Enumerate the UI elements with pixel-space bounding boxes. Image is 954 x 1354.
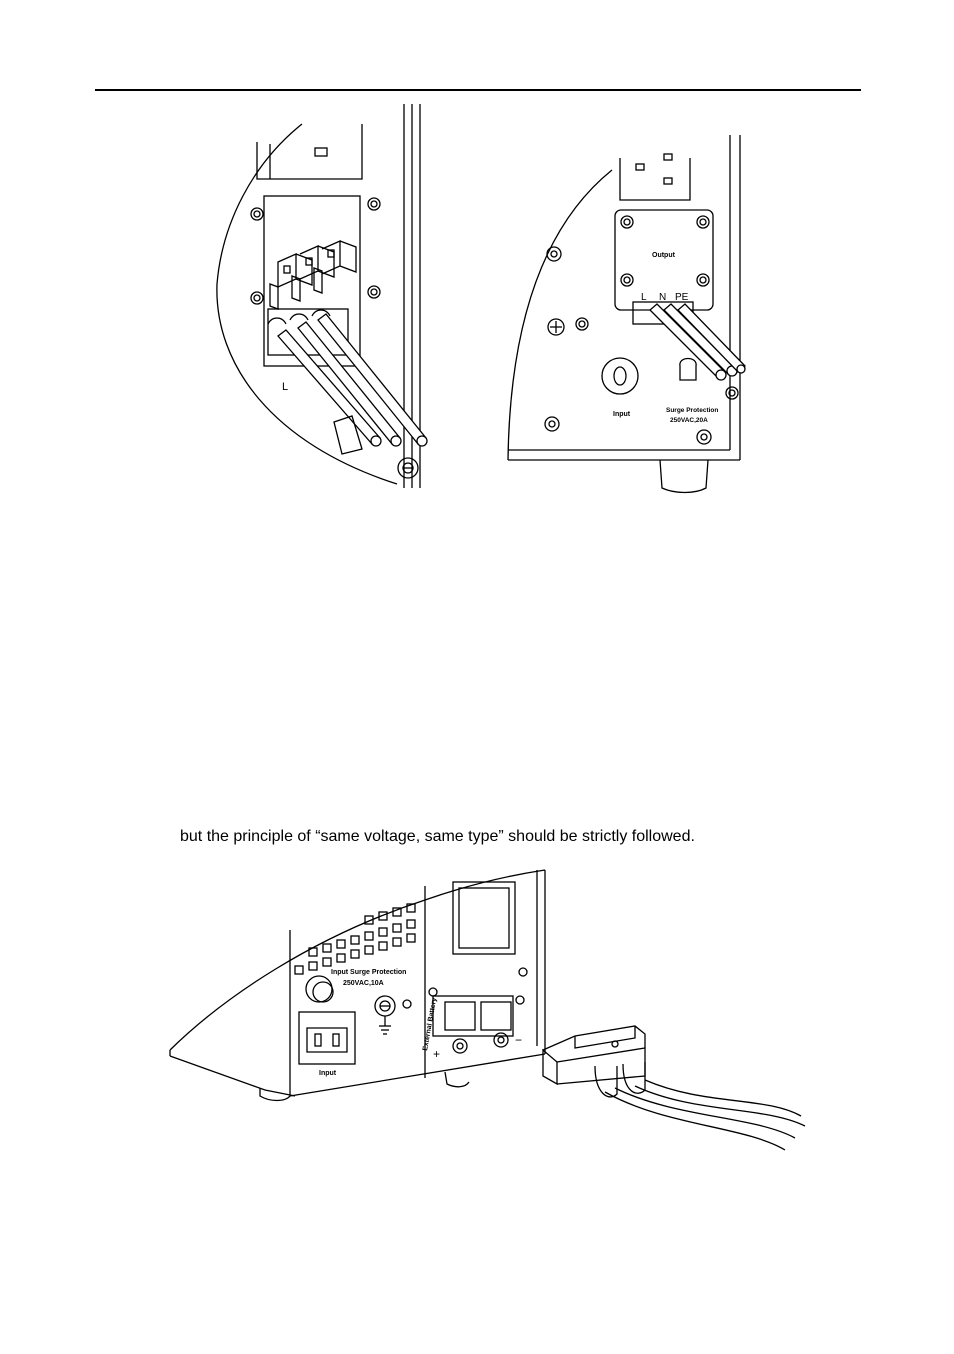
cables (649, 303, 746, 381)
surge-button (305, 975, 333, 1003)
terminal-block-diagram: L (216, 104, 428, 488)
vent-grid (294, 903, 416, 975)
screw (250, 291, 264, 305)
label-surge-protection: Surge Protection (666, 407, 718, 414)
label-surge-rating: 250VAC,10A (343, 980, 384, 987)
body-text: but the principle of “same voltage, same… (180, 828, 695, 845)
cutaway-outline (216, 123, 398, 485)
external-battery-diagram: Input Surge Protection 250VAC,10A Input … (169, 869, 806, 1151)
label-minus: − (515, 1033, 522, 1047)
header-rule (95, 89, 861, 91)
label-terminal-PE: PE (675, 292, 689, 303)
battery-plug (542, 1025, 646, 1098)
screw (367, 285, 381, 299)
label-terminal-N: N (659, 292, 666, 303)
cable-clamp (333, 415, 363, 455)
power-switch (452, 881, 516, 955)
label-terminal-L: L (641, 292, 647, 303)
screw (250, 207, 264, 221)
ground-screw (397, 457, 419, 479)
label-surge-protection: Input Surge Protection (331, 969, 406, 976)
input-socket (298, 1011, 356, 1065)
label-output: Output (652, 252, 676, 259)
cutaway-outline (507, 169, 613, 461)
label-input: Input (319, 1070, 337, 1077)
label-surge-rating: 250VAC,20A (670, 417, 708, 424)
cables (277, 313, 428, 447)
label-input: Input (613, 411, 631, 418)
label-terminal-L: L (282, 381, 288, 393)
cable (604, 1091, 786, 1151)
battery-socket (432, 995, 514, 1037)
housing-outline (169, 869, 546, 1051)
input-port (601, 357, 639, 395)
screw (367, 197, 381, 211)
label-plus: + (433, 1047, 440, 1061)
output-terminal-diagram: Output L N PE Input Surge Protection 250… (507, 135, 746, 494)
terminal-blocks (267, 239, 357, 356)
